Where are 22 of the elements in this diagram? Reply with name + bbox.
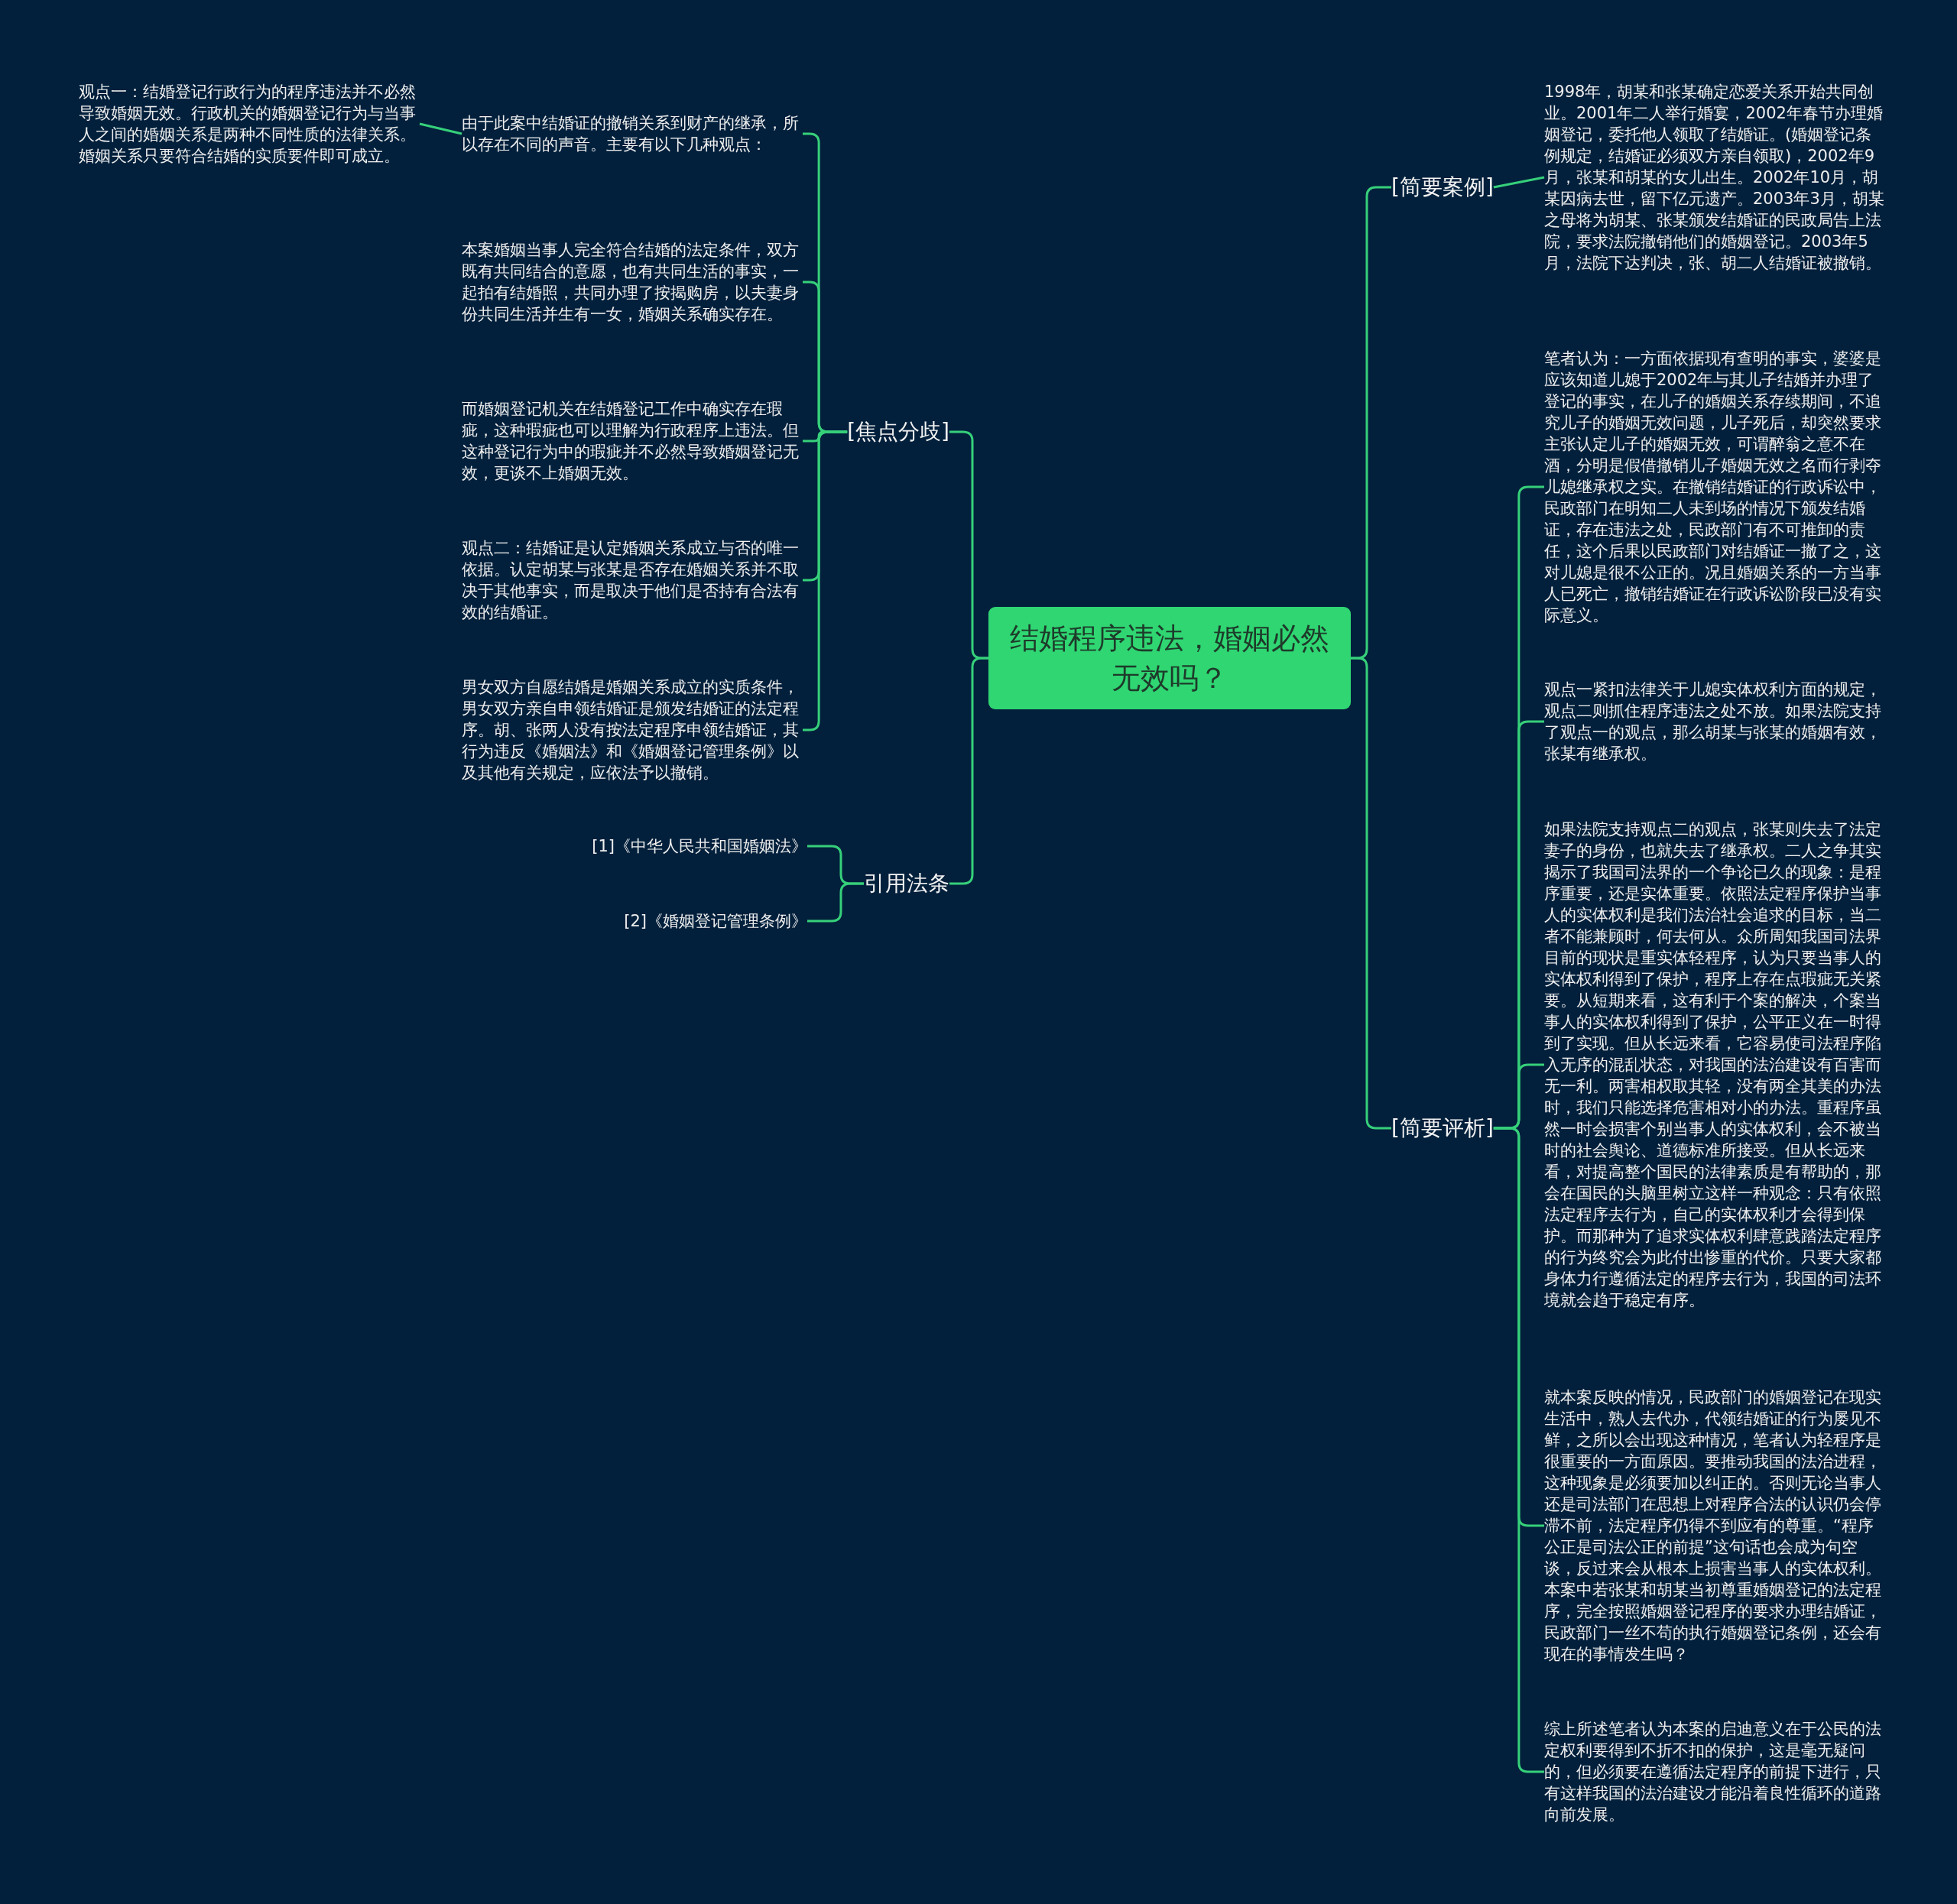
connector-line bbox=[807, 882, 864, 923]
topic-text: 1998年，胡某和张某确定恋爱关系开始共同创业。2001年二人举行婚宴，2002年春节办理婚姻登记，委托他人领取了结婚证。(婚姻登记条例规定，结婚证必须双方亲自领取)，2002年9月，张某和胡某的女儿出生。2002年10月，胡某因病去世，留下亿元遗产。2003年3月，胡某之母将为胡某、张某颁发结婚证的民政局告上法院，要求法院撤销他们的婚姻登记。2003年5月，法院下达判决，张、胡二人结婚证被撤销。 bbox=[1544, 81, 1885, 274]
topic-text: 就本案反映的情况，民政部门的婚姻登记在现实生活中，熟人去代办，代领结婚证的行为屡见不鲜，之所以会出现这种情况，笔者认为轻程序是很重要的一方面原因。要推动我国的法治进程，这种现象是必须要加以纠正的。否则无论当事人还是司法部门在思想上对程序合法的认识仍会停滞不前，法定程序仍得不到应有的尊重。“程序公正是司法公正的前提”这句话也会成为句空谈，反过来会从根本上损害当事人的实体权利。本案中若张某和胡某当初尊重婚姻登记的法定程序，完全按照婚姻登记程序的要求办理结婚证，民政部门一丝不苟的执行婚姻登记条例，还会有现在的事情发生吗？ bbox=[1544, 1387, 1885, 1665]
topic-text: 本案婚姻当事人完全符合结婚的法定条件，双方既有共同结合的意愿，也有共同生活的事实，一起拍有结婚照，共同办理了按揭购房，以夫妻身份共同生活并生有一女，婚姻关系确实存在。 bbox=[462, 239, 803, 325]
topic-text: 而婚姻登记机关在结婚登记工作中确实存在瑕疵，这种瑕疵也可以理解为行政程序上违法。但这种登记行为中的瑕疵并不必然导致婚姻登记无效，更谈不上婚姻无效。 bbox=[462, 398, 803, 484]
topic-text: 由于此案中结婚证的撤销关系到财产的继承，所以存在不同的声音。主要有以下几种观点： bbox=[462, 112, 803, 155]
topic-text: 男女双方自愿结婚是婚姻关系成立的实质条件，男女双方亲自申领结婚证是颁发结婚证的法定程序。胡、张两人没有按法定程序申领结婚证，其行为违反《婚姻法》和《婚姻登记管理条例》以及其他有关规定，应依法予以撤销。 bbox=[462, 676, 803, 783]
topic-text: 观点二：结婚证是认定婚姻关系成立与否的唯一依据。认定胡某与张某是否存在婚姻关系并不取决于其他事实，而是取决于他们是否持有合法有效的结婚证。 bbox=[462, 537, 803, 623]
topic-text: [1]《中华人民共和国婚姻法》 bbox=[592, 835, 807, 857]
branch-topic: [简要案例] bbox=[1391, 172, 1494, 203]
branch-topic: [简要评析] bbox=[1391, 1113, 1494, 1143]
topic-text: [2]《婚姻登记管理条例》 bbox=[624, 910, 807, 932]
topic-text: 如果法院支持观点二的观点，张某则失去了法定妻子的身份，也就失去了继承权。二人之争其实揭示了我国司法界的一个争论已久的现象：是程序重要，还是实体重要。依照法定程序保护当事人的实体权利是我们法治社会追求的目标，当二者不能兼顾时，何去何从。众所周知我国司法界目前的现状是重实体轻程序，认为只要当事人的实体权利得到了保护，程序上存在点瑕疵无关紧要。从短期来看，这有利于个案的解决，个案当事人的实体权利得到了保护，公平正义在一时得到了实现。但从长远来看，它容易使司法程序陷入无序的混乱状态，对我国的法治建设有百害而无一利。两害相权取其轻，没有两全其美的办法时，我们只能选择危害相对小的办法。重程序虽然一时会损害个别当事人的实体权利，会不被当时的社会舆论、道德标准所接受。但从长远来看，对提高整个国民的法律素质是有帮助的，那会在国民的头脑里树立这样一种观念：只有依照法定程序去行为，自己的实体权利才会得到保护。而那种为了追求实体权利肆意践踏法定程序的行为终究会为此付出惨重的代价。只要大家都身体力行遵循法定的程序去行为，我国的司法环境就会趋于稳定有序。 bbox=[1544, 819, 1885, 1311]
central-topic: 结婚程序违法，婚姻必然无效吗？ bbox=[988, 607, 1351, 709]
topic-text: 观点一：结婚登记行政行为的程序违法并不必然导致婚姻无效。行政机关的婚姻登记行为与当事人之间的婚姻关系是两种不同性质的法律关系。婚姻关系只要符合结婚的实质要件即可成立。 bbox=[79, 81, 420, 167]
topic-text: 观点一紧扣法律关于儿媳实体权利方面的规定，观点二则抓住程序违法之处不放。如果法院支持了观点一的观点，那么胡某与张某的婚姻有效，张某有继承权。 bbox=[1544, 679, 1885, 764]
topic-text: 综上所述笔者认为本案的启迪意义在于公民的法定权利要得到不折不扣的保护，这是毫无疑问的，但必须要在遵循法定程序的前提下进行，只有这样我国的法治建设才能沿着良性循环的道路向前发展。 bbox=[1544, 1718, 1885, 1825]
branch-topic: 引用法条 bbox=[864, 868, 949, 899]
topic-text: 笔者认为：一方面依据现有查明的事实，婆婆是应该知道儿媳于2002年与其儿子结婚并办理了登记的事实，在儿子的婚姻关系存续期间，不追究儿子的婚姻无效问题，儿子死后，却突然要求主张认定儿子的婚姻无效，可谓醉翁之意不在酒，分明是假借撤销儿子婚姻无效之名而行剥夺儿媳继承权之实。在撤销结婚证的行政诉讼中，民政部门在明知二人未到场的情况下颁发结婚证，存在违法之处，民政部门有不可推卸的责任，这个后果以民政部门对结婚证一撤了之，这对儿媳是很不公正的。况且婚姻关系的一方当事人已死亡，撤销结婚证在行政诉讼阶段已没有实际意义。 bbox=[1544, 348, 1885, 626]
connector-line bbox=[1493, 176, 1545, 189]
branch-topic: [焦点分歧] bbox=[847, 417, 949, 447]
connector-line bbox=[419, 122, 462, 135]
